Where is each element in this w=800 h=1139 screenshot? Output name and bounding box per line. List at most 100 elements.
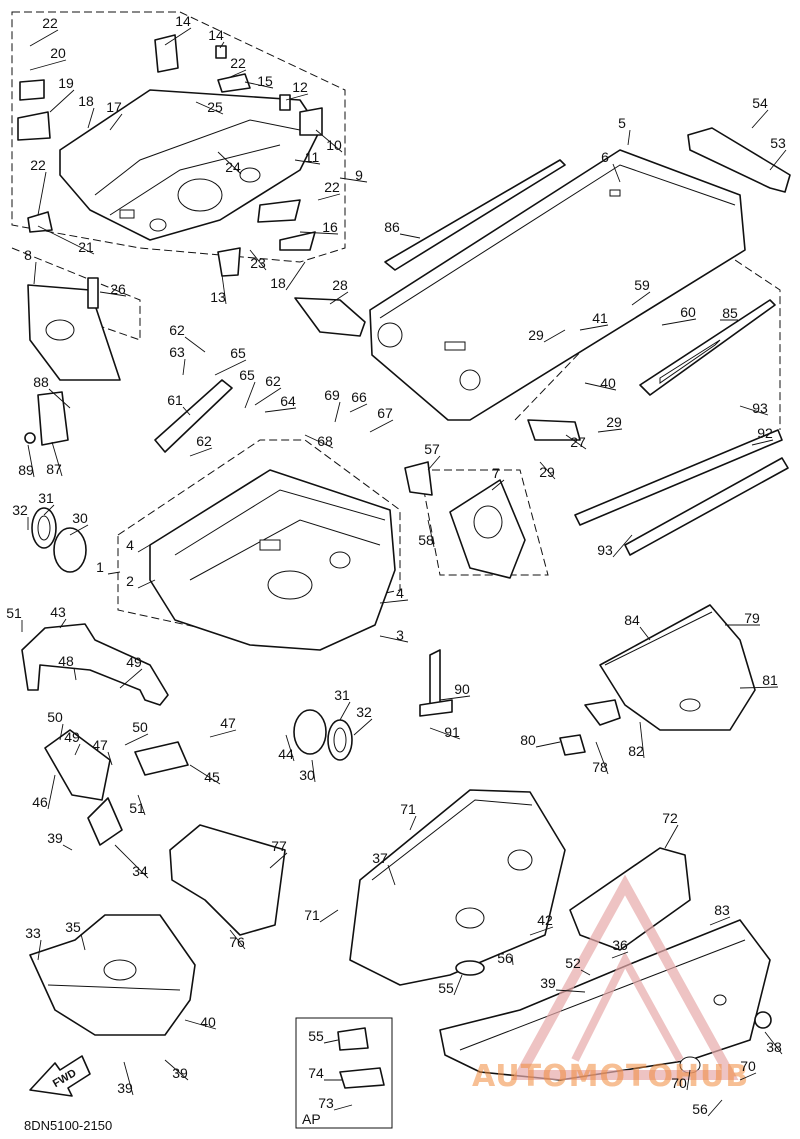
leader-line [333, 1104, 353, 1111]
callout-49: 49 [64, 729, 81, 756]
callout-number: 76 [229, 934, 245, 950]
callout-62: 62 [189, 433, 213, 457]
leader-line [595, 741, 609, 775]
callout-93: 93 [739, 400, 769, 416]
callout-73: 73 [318, 1095, 353, 1111]
callout-number: 21 [78, 239, 94, 255]
leader-line [137, 579, 156, 589]
leader-line [379, 599, 409, 604]
leader-line [124, 733, 149, 746]
rail-92-top [574, 429, 783, 526]
callout-number: 44 [278, 746, 294, 762]
leader-line [511, 954, 514, 966]
leader-line [539, 461, 556, 480]
callout-79: 79 [725, 610, 760, 626]
leader-line [37, 225, 95, 255]
callout-number: 61 [167, 392, 183, 408]
leader-line [189, 764, 221, 785]
callout-number: 29 [528, 327, 544, 343]
callout-88: 88 [33, 374, 71, 409]
leader-line [439, 695, 471, 701]
callout-30: 30 [299, 759, 316, 783]
callout-number: 25 [207, 99, 223, 115]
callout-82: 82 [628, 721, 645, 759]
panel-76-77 [169, 824, 286, 936]
callout-22: 22 [317, 179, 341, 201]
leader-line [59, 618, 67, 629]
callout-number: 34 [132, 863, 148, 879]
cup-30-right [293, 709, 327, 755]
callout-76: 76 [229, 929, 246, 950]
callout-62: 62 [169, 322, 206, 353]
callout-29: 29 [528, 327, 566, 343]
callout-number: 18 [270, 275, 286, 291]
callout-number: 69 [324, 387, 340, 403]
leader-line [184, 1019, 217, 1030]
callout-number: 32 [12, 502, 28, 518]
callout-number: 57 [424, 441, 440, 457]
leader-line [217, 151, 242, 175]
callout-42: 42 [529, 912, 554, 936]
strip-86 [384, 159, 566, 271]
callout-39: 39 [117, 1061, 134, 1096]
callout-number: 71 [400, 801, 416, 817]
leader-line [27, 444, 35, 478]
callout-number: 43 [50, 604, 66, 620]
callout-33: 33 [25, 925, 42, 961]
leader-line [69, 524, 89, 536]
callout-number: 62 [196, 433, 212, 449]
callout-59: 59 [631, 277, 651, 306]
callout-number: 41 [592, 310, 608, 326]
callout-number: 89 [18, 462, 34, 478]
callout-number: 81 [762, 672, 778, 688]
leader-line [137, 541, 156, 553]
leader-line [329, 291, 349, 305]
leader-line [311, 759, 316, 783]
leader-line [686, 1069, 691, 1091]
ap-label: AP [302, 1111, 321, 1127]
callout-84: 84 [624, 612, 651, 641]
callout-number: 17 [106, 99, 122, 115]
callout-22: 22 [227, 55, 247, 79]
callout-number: 22 [30, 157, 46, 173]
callout-72: 72 [662, 810, 679, 849]
callout-number: 8 [24, 247, 32, 263]
leader-line [739, 405, 769, 416]
callout-number: 32 [356, 704, 372, 720]
callout-number: 66 [351, 389, 367, 405]
callout-78: 78 [592, 741, 609, 775]
leader-line [555, 989, 586, 993]
callout-83: 83 [709, 902, 731, 926]
callout-number: 65 [239, 367, 255, 383]
ap-parts-box: AP [295, 1017, 393, 1129]
callout-30: 30 [69, 510, 89, 536]
callout-number: 40 [600, 375, 616, 391]
callout-29: 29 [539, 461, 556, 480]
callout-15: 15 [244, 73, 274, 89]
leader-line [123, 1061, 134, 1096]
leader-line [387, 864, 396, 886]
callout-number: 28 [332, 277, 348, 293]
callout-32: 32 [12, 502, 29, 530]
assembly-outline-frame-right [419, 469, 549, 576]
bracket-45 [134, 741, 189, 776]
callout-51: 51 [6, 605, 23, 632]
leader-line [29, 29, 59, 47]
leader-line [221, 274, 227, 305]
callout-number: 4 [396, 585, 404, 601]
callout-20: 20 [29, 45, 67, 71]
callout-57: 57 [424, 441, 441, 471]
leader-line [74, 743, 81, 756]
leader-line [182, 358, 186, 376]
callout-number: 40 [200, 1014, 216, 1030]
side-panel-8 [27, 284, 121, 381]
callout-number: 49 [64, 729, 80, 745]
callout-number: 62 [265, 373, 281, 389]
callout-number: 71 [304, 907, 320, 923]
callout-number: 87 [46, 461, 62, 477]
callout-number: 39 [540, 975, 556, 991]
callout-number: 55 [308, 1028, 324, 1044]
callout-91: 91 [429, 724, 461, 740]
callout-7: 7 [491, 465, 505, 491]
leader-line [244, 81, 274, 89]
